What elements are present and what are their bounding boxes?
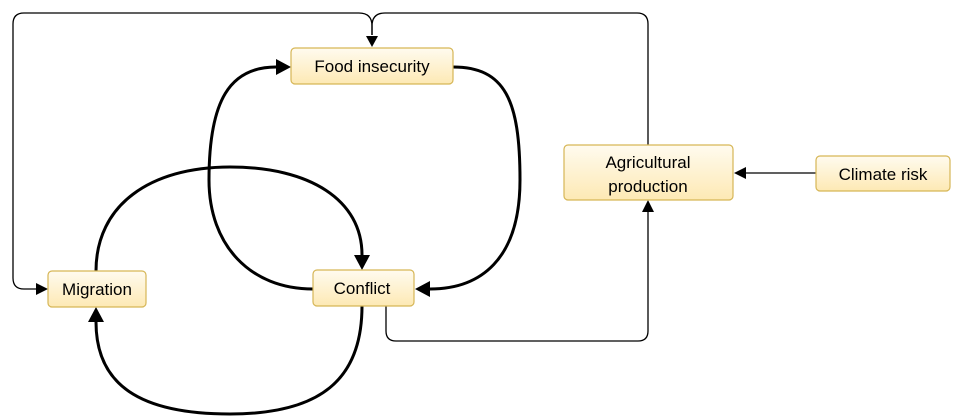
node-label-agricultural-production: Agricultural xyxy=(605,153,690,172)
edge-conflict-to-agricultural-production xyxy=(385,212,649,342)
edge-food-insecurity-to-conflict xyxy=(429,65,522,291)
node-food-insecurity: Food insecurity xyxy=(290,47,454,85)
thick-edges xyxy=(88,59,522,416)
node-label-food-insecurity: Food insecurity xyxy=(314,57,430,76)
node-label-agricultural-production-line2: production xyxy=(608,177,687,196)
node-label-migration: Migration xyxy=(62,280,132,299)
node-label-conflict: Conflict xyxy=(334,279,391,298)
arrowhead-food-insecurity-left xyxy=(276,59,291,75)
edge-conflict-to-migration xyxy=(94,305,364,416)
node-agricultural-production: Agricultural production xyxy=(563,144,734,201)
arrowhead-food-insecurity-top xyxy=(366,36,378,47)
thin-edges xyxy=(12,12,816,342)
arrowhead-migration-left xyxy=(36,283,48,295)
arrowhead-migration-bottom xyxy=(88,307,104,322)
arrowhead-agricultural-production-right xyxy=(734,167,746,179)
edge-conflict-to-food-insecurity xyxy=(207,65,314,291)
edge-food-insecurity-to-migration xyxy=(12,12,373,290)
edge-migration-to-conflict xyxy=(94,165,364,272)
arrowhead-conflict-top xyxy=(354,255,370,270)
node-climate-risk: Climate risk xyxy=(815,155,951,192)
arrowhead-conflict-right xyxy=(415,281,430,297)
node-label-climate-risk: Climate risk xyxy=(839,165,928,184)
node-migration: Migration xyxy=(47,270,147,308)
node-conflict: Conflict xyxy=(312,269,415,307)
arrowhead-agricultural-production-bottom xyxy=(642,200,654,212)
edge-agricultural-production-to-food-insecurity xyxy=(371,12,649,145)
